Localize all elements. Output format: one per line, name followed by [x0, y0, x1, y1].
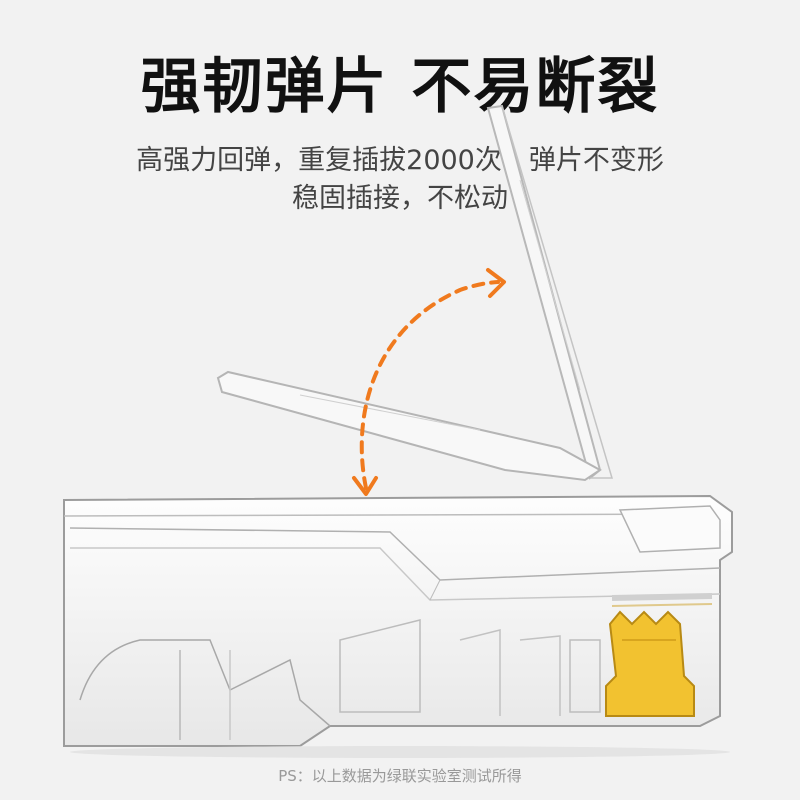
connector-body [63, 494, 733, 747]
raised-latch [486, 104, 614, 480]
gold-contact [605, 610, 695, 717]
headline: 强韧弹片 不易断裂 [140, 52, 660, 122]
footnote: PS：以上数据为绿联实验室测试所得 [278, 767, 522, 785]
resting-latch [216, 370, 602, 482]
shadow [70, 746, 730, 758]
subtitle-line-2: 稳固插接，不松动 [292, 183, 508, 214]
bend-arrow-icon [352, 268, 506, 496]
subtitle-line-1: 高强力回弹，重复插拔2000次，弹片不变形 [136, 145, 664, 176]
